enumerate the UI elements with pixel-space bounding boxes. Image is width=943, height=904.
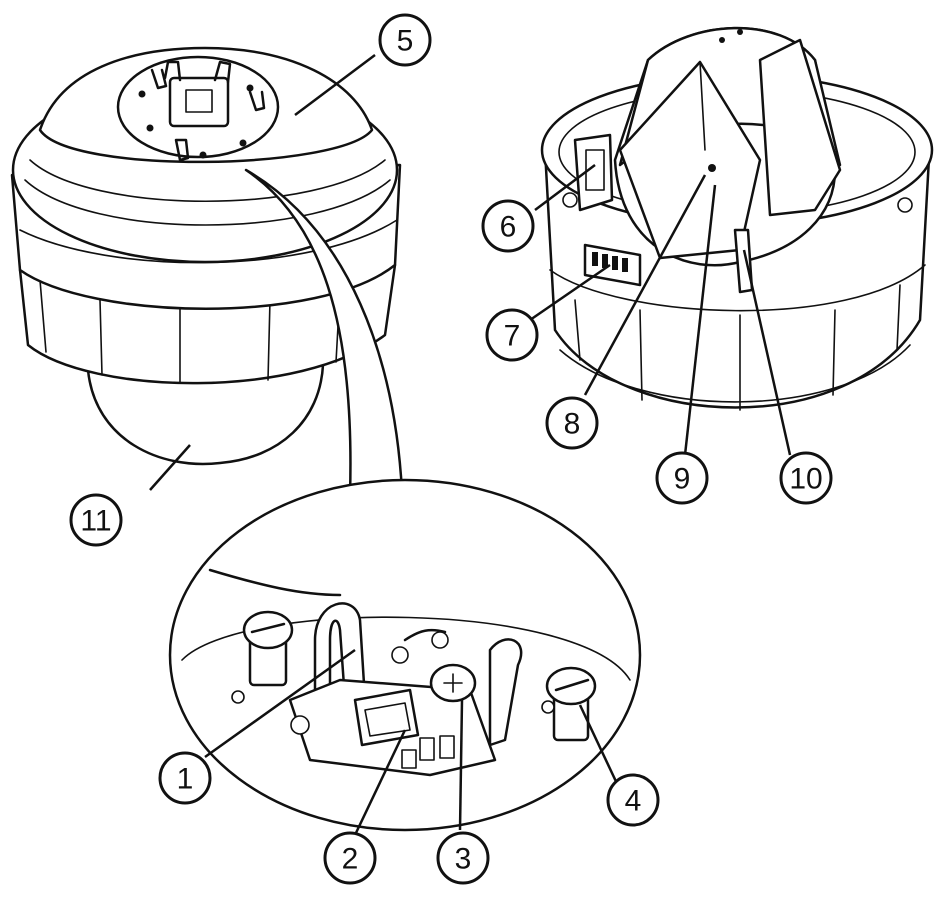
callout-7: 7	[485, 308, 539, 362]
callout-9: 9	[655, 451, 709, 505]
callout-8: 8	[545, 396, 599, 450]
camera-upside-view	[10, 46, 402, 466]
callout-1: 1	[158, 751, 212, 805]
callout-label-1: 1	[177, 763, 194, 796]
callout-11: 11	[69, 493, 123, 547]
leader-lines	[149, 54, 792, 836]
callout-6: 6	[481, 199, 535, 253]
zoom-detail-view	[168, 478, 642, 832]
callout-label-6: 6	[500, 211, 517, 244]
callout-2: 2	[323, 831, 377, 885]
callout-5: 5	[378, 13, 432, 67]
callout-label-11: 11	[80, 505, 111, 538]
callout-label-8: 8	[564, 408, 581, 441]
callout-label-9: 9	[674, 463, 691, 496]
callout-label-7: 7	[504, 320, 521, 353]
camera-open-view	[540, 26, 934, 411]
callout-4: 4	[606, 773, 660, 827]
callout-label-3: 3	[455, 843, 472, 876]
callout-10: 10	[779, 451, 833, 505]
callout-label-10: 10	[789, 463, 822, 496]
callout-label-2: 2	[342, 843, 359, 876]
callout-label-4: 4	[625, 785, 642, 818]
callout-3: 3	[436, 831, 490, 885]
callout-label-5: 5	[397, 25, 414, 58]
